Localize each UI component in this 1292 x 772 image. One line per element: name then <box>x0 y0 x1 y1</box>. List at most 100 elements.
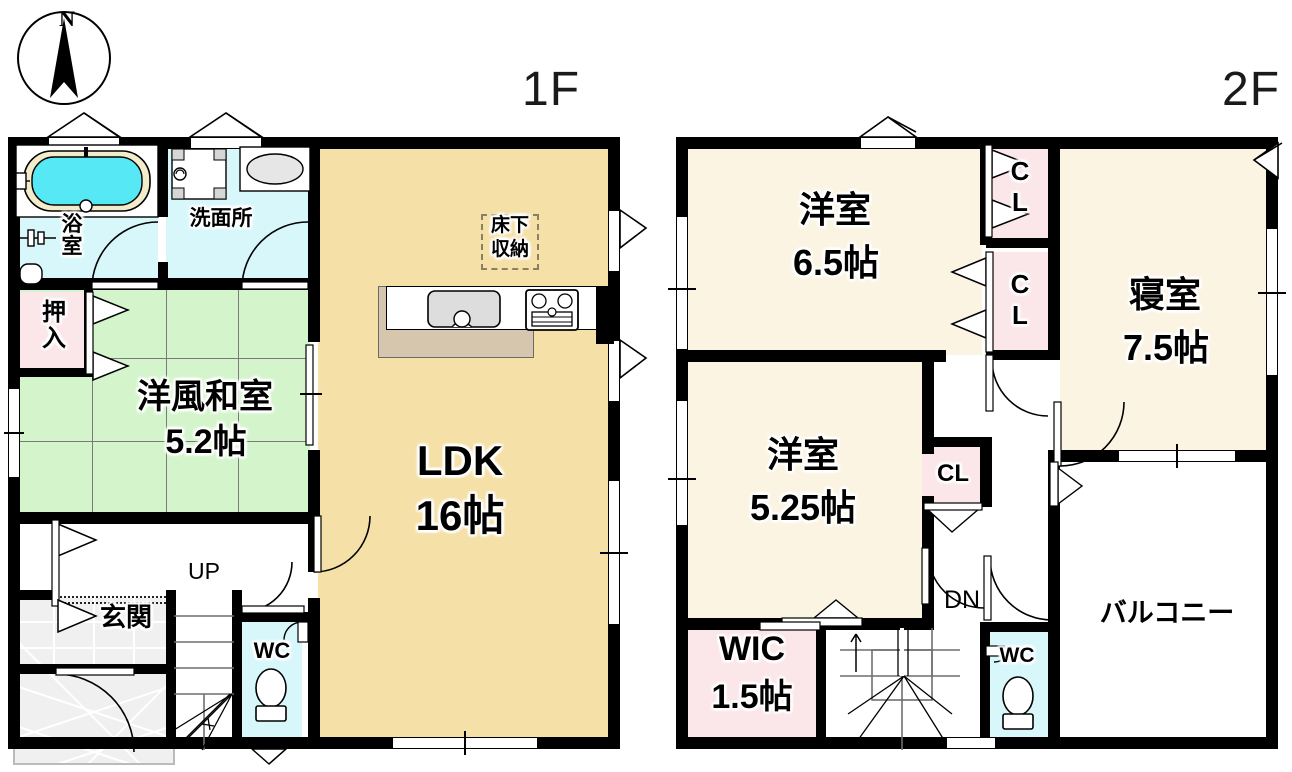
window-room525-left[interactable] <box>676 400 688 526</box>
closet-cl-small-label: CL <box>937 460 969 487</box>
room-label-washitsu: 洋風和室 <box>137 378 273 416</box>
floor-plan-2f: 洋室 6.5帖 寝室 7.5帖 洋室 5.25帖 WIC 1.5帖 バルコニー … <box>660 0 1292 772</box>
room-label-wic: WIC <box>718 630 786 668</box>
wall-2f-top <box>676 137 1278 149</box>
room-label-bathroom-text: 浴室 <box>61 213 83 259</box>
window-bedroom-right[interactable] <box>1266 228 1278 376</box>
wall-bath-washroom-b <box>158 262 168 288</box>
window-tick <box>1176 444 1178 468</box>
wall-balcony-left <box>1048 450 1060 749</box>
room-label-wc-2f: WC <box>999 644 1035 667</box>
closet-cl-mid-label-2: L <box>1012 300 1028 330</box>
room-western-6-5 <box>682 143 982 355</box>
tatami-grid-line <box>14 441 310 442</box>
wall-cl-right <box>1048 137 1060 355</box>
wall-room65-bottom <box>676 350 946 362</box>
room-area-western-5-25: 5.25帖 <box>749 487 857 528</box>
window-wic-bottom[interactable] <box>946 737 996 749</box>
wall-wc-top <box>232 612 310 622</box>
wall-stair-left <box>166 590 176 749</box>
vent-marks-2f <box>857 116 1283 180</box>
window-tick <box>668 478 696 480</box>
window-vent-marks <box>45 112 648 380</box>
wall-clsmall-top <box>922 437 992 447</box>
tatami-grid-line <box>92 358 310 359</box>
staircase-icon <box>173 615 234 751</box>
room-label-washroom: 洗面所 <box>189 207 253 230</box>
room-area-ldk: 16帖 <box>415 492 505 539</box>
floor-label-2f: 2F <box>1222 63 1281 116</box>
wall-wc2f-top <box>980 622 1052 632</box>
under-floor-storage-box <box>481 214 539 270</box>
room-area-washitsu: 5.2帖 <box>165 423 247 461</box>
room-label-bedroom: 寝室 <box>1128 274 1201 315</box>
genkan-step-dash <box>56 596 174 604</box>
wall-hall-ldk-b <box>308 598 320 749</box>
room-label-oshiire-text: 押入 <box>42 299 66 352</box>
room-label-balcony: バルコニー <box>1099 598 1235 628</box>
doors-1f <box>51 221 371 765</box>
tatami-grid-line <box>92 376 93 516</box>
stairs-down-label: DN <box>943 586 981 614</box>
closet-cl-top-label-2: L <box>1012 187 1028 217</box>
room-label-western-5-25: 洋室 <box>766 434 839 475</box>
washing-machine-icon <box>171 148 227 200</box>
room-area-western-6-5: 6.5帖 <box>792 242 880 283</box>
room-balcony <box>1060 460 1272 741</box>
room-area-wic: 1.5帖 <box>711 678 793 716</box>
kitchen-sink-icon <box>427 290 501 328</box>
room-western-5-25 <box>682 362 934 624</box>
north-arrow: N <box>12 4 116 108</box>
window-tick <box>4 432 24 434</box>
wall-cl-divider <box>986 238 1052 248</box>
room-oshiire-fill <box>16 292 90 374</box>
toilet-icon <box>255 668 287 722</box>
room-ldk <box>318 143 614 741</box>
closet-cl-mid-label-1: C <box>1010 269 1030 299</box>
tatami-grid-line <box>238 290 239 516</box>
wall-washitsu-ldk <box>308 288 320 342</box>
doors-2f <box>759 144 1125 663</box>
north-label: N <box>59 6 75 31</box>
room-label-bathroom: 浴室 <box>42 213 102 259</box>
wall-bath-washroom <box>158 137 168 217</box>
stairs-up-label: UP <box>188 558 220 584</box>
room-wic <box>682 630 822 741</box>
wall-wic-right <box>816 624 826 749</box>
room-label-oshiire: 押入 <box>26 300 82 352</box>
wall-wc2f-left <box>980 622 990 749</box>
shower-icon <box>19 229 56 285</box>
wall-room525-right <box>922 362 934 454</box>
window-tick <box>668 288 696 290</box>
room-label-genkan: 玄関 <box>99 602 152 632</box>
wall-washitsu-ldk-b <box>308 450 320 516</box>
floor-plan-1f: 床下 収納 <box>4 112 648 765</box>
room-label-western-6-5: 洋室 <box>798 189 871 230</box>
wall-wet-ldk <box>308 137 320 288</box>
vanity-sink-icon <box>239 146 311 192</box>
wall-stair-right <box>232 590 242 749</box>
wall-kitchen-right <box>596 286 614 344</box>
wall-genkan-top <box>8 590 56 600</box>
window-room65-left[interactable] <box>676 216 688 350</box>
wall-under-washitsu <box>8 512 320 524</box>
under-floor-storage-label-2: 収納 <box>490 239 529 260</box>
window-tick <box>464 731 466 755</box>
wall-balcony-right-notch <box>1266 560 1278 749</box>
room-area-bedroom: 7.5帖 <box>1122 327 1210 368</box>
closet-cl-top-label-1: C <box>1010 156 1030 186</box>
window-tick <box>600 552 628 554</box>
staircase-icon <box>840 628 960 750</box>
gas-stove-icon <box>525 289 579 331</box>
wall-clsmall-right <box>980 437 992 507</box>
room-label-ldk: LDK <box>416 437 504 484</box>
wall-oshiire-bottom <box>8 368 93 377</box>
closet-cl-mid <box>990 252 1050 355</box>
window-tick <box>1258 292 1286 294</box>
under-floor-storage-label-1: 床下 <box>490 215 529 236</box>
floor-label-1f: 1F <box>522 63 581 116</box>
room-label-wc-1f: WC <box>253 638 291 663</box>
bathtub-icon <box>15 144 159 218</box>
tatami-grid-line <box>166 290 167 516</box>
